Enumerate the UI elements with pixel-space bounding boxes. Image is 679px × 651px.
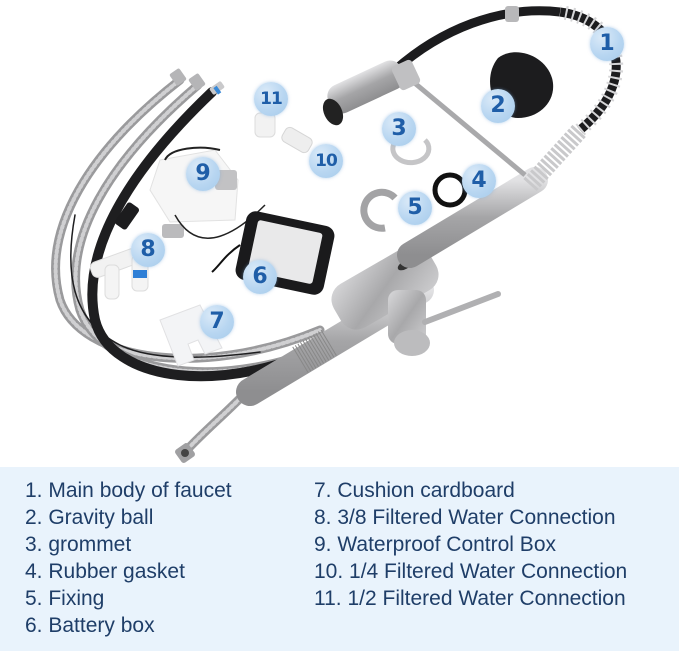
parts-legend: 1. Main body of faucet 2. Gravity ball 3… bbox=[0, 467, 679, 651]
waterproof-control-box bbox=[114, 146, 266, 239]
legend-item-6: 6. Battery box bbox=[25, 614, 155, 637]
faucet-body bbox=[236, 123, 587, 406]
badge-7: 7 bbox=[200, 305, 234, 339]
legend-item-3: 3. grommet bbox=[25, 533, 132, 556]
legend-item-11: 11. 1/2 Filtered Water Connection bbox=[314, 587, 626, 610]
faucet-exploded-view-graphic bbox=[51, 5, 624, 463]
spray-head bbox=[322, 59, 527, 177]
legend-item-5: 5. Fixing bbox=[25, 587, 105, 610]
legend-item-4: 4. Rubber gasket bbox=[25, 560, 185, 583]
legend-right-column: 7. Cushion cardboard 8. 3/8 Filtered Wat… bbox=[314, 477, 627, 612]
legend-item-1: 1. Main body of faucet bbox=[25, 479, 232, 502]
connector-half-inch bbox=[254, 112, 276, 138]
badge-4: 4 bbox=[462, 164, 496, 198]
connector-quarter-inch bbox=[281, 126, 313, 154]
badge-6: 6 bbox=[243, 260, 277, 294]
badge-5: 5 bbox=[398, 191, 432, 225]
badge-3: 3 bbox=[382, 112, 416, 146]
badge-11: 11 bbox=[254, 82, 288, 116]
spring-hose bbox=[392, 5, 624, 136]
legend-item-10: 10. 1/4 Filtered Water Connection bbox=[314, 560, 628, 583]
badge-8: 8 bbox=[131, 233, 165, 267]
badge-9: 9 bbox=[186, 157, 220, 191]
rubber-gasket bbox=[432, 172, 468, 208]
legend-item-9: 9. Waterproof Control Box bbox=[314, 533, 556, 556]
tee-connector bbox=[89, 248, 149, 300]
badge-1: 1 bbox=[590, 27, 624, 61]
grommet bbox=[390, 138, 432, 166]
fixing bbox=[360, 188, 398, 232]
legend-left-column: 1. Main body of faucet 2. Gravity ball 3… bbox=[25, 477, 232, 639]
legend-item-7: 7. Cushion cardboard bbox=[314, 479, 515, 502]
legend-item-2: 2. Gravity ball bbox=[25, 506, 154, 529]
faucet-parts-illustration: 1 2 3 4 5 6 7 8 9 10 11 bbox=[51, 5, 624, 463]
badge-2: 2 bbox=[481, 89, 515, 123]
legend-item-8: 8. 3/8 Filtered Water Connection bbox=[314, 506, 616, 529]
badge-10: 10 bbox=[309, 144, 343, 178]
